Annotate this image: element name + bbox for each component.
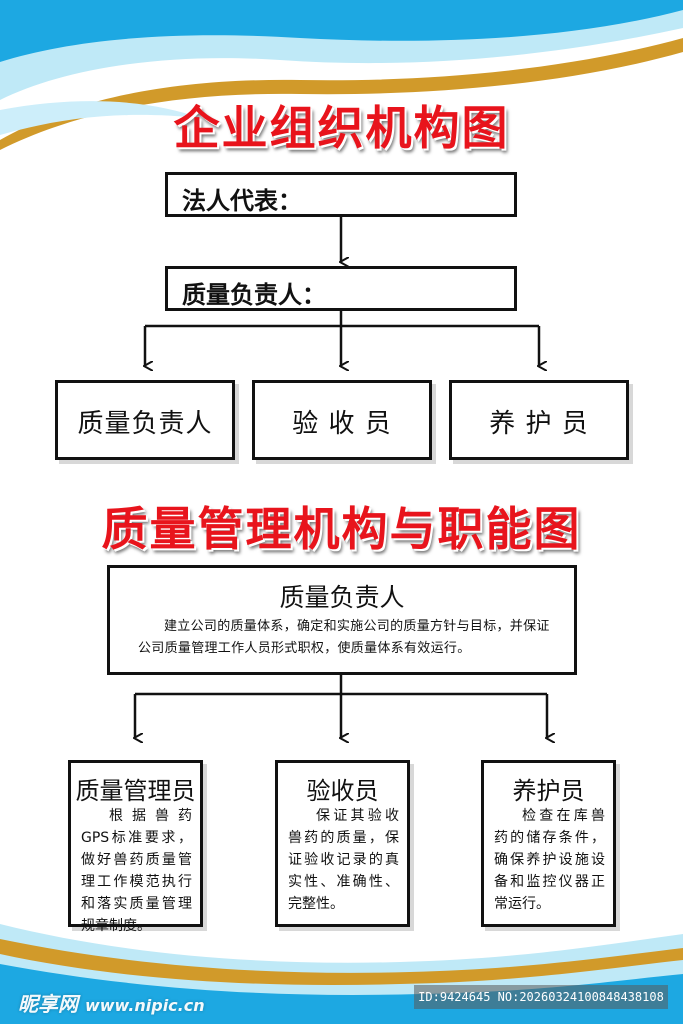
quality-head-detail-box: 质量负责人 建立公司的质量体系，确定和实施公司的质量方针与目标，并保证公司质量管… xyxy=(107,565,577,675)
quality-function-chart-title: 质量管理机构与职能图 xyxy=(101,502,582,556)
quality-head-box: 质量负责人： xyxy=(165,266,517,311)
role-box-inspector: 验收员 保证其验收兽药的质量，保证验收记录的真实性、准确性、完整性。 xyxy=(275,760,410,927)
legal-representative-box: 法人代表： xyxy=(165,172,517,217)
watermark-url: www.nipic.cn xyxy=(84,996,205,1015)
child-label: 质量负责人 xyxy=(77,409,213,439)
child-box-inspector: 验 收 员 xyxy=(252,380,432,460)
role-title: 养护员 xyxy=(512,777,585,805)
role-box-quality-manager: 质量管理员 根据兽药GPS标准要求，做好兽药质量管理工作模范执行和落实质量管理规… xyxy=(68,760,203,934)
top-wave-decoration xyxy=(0,0,683,150)
quality-head-detail-desc: 建立公司的质量体系，确定和实施公司的质量方针与目标，并保证公司质量管理工作人员形… xyxy=(138,619,550,656)
image-id-watermark: ID:9424645 NO:20260324100848438108 xyxy=(414,985,668,1009)
role-title: 质量管理员 xyxy=(75,777,196,805)
child-label: 验 收 员 xyxy=(292,409,392,439)
legal-representative-label: 法人代表： xyxy=(182,187,302,215)
role-box-maintainer: 养护员 检查在库兽药的储存条件，确保养护设施设备和监控仪器正常运行。 xyxy=(481,760,616,927)
child-label: 养 护 员 xyxy=(489,409,589,439)
child-box-quality-head: 质量负责人 xyxy=(55,380,235,460)
child-box-maintainer: 养 护 员 xyxy=(449,380,629,460)
quality-head-detail-title: 质量负责人 xyxy=(279,583,405,612)
role-desc: 根据兽药GPS标准要求，做好兽药质量管理工作模范执行和落实质量管理规章制度。 xyxy=(81,808,192,934)
site-watermark-logo: 昵享网 www.nipic.cn xyxy=(18,988,205,1017)
role-desc: 保证其验收兽药的质量，保证验收记录的真实性、准确性、完整性。 xyxy=(288,808,399,912)
role-desc: 检查在库兽药的储存条件，确保养护设施设备和监控仪器正常运行。 xyxy=(494,808,605,912)
watermark-logo-text: 昵享网 xyxy=(18,992,78,1016)
org-chart-title: 企业组织机构图 xyxy=(173,101,510,155)
role-title: 验收员 xyxy=(306,777,379,805)
quality-head-label: 质量负责人： xyxy=(182,281,326,309)
